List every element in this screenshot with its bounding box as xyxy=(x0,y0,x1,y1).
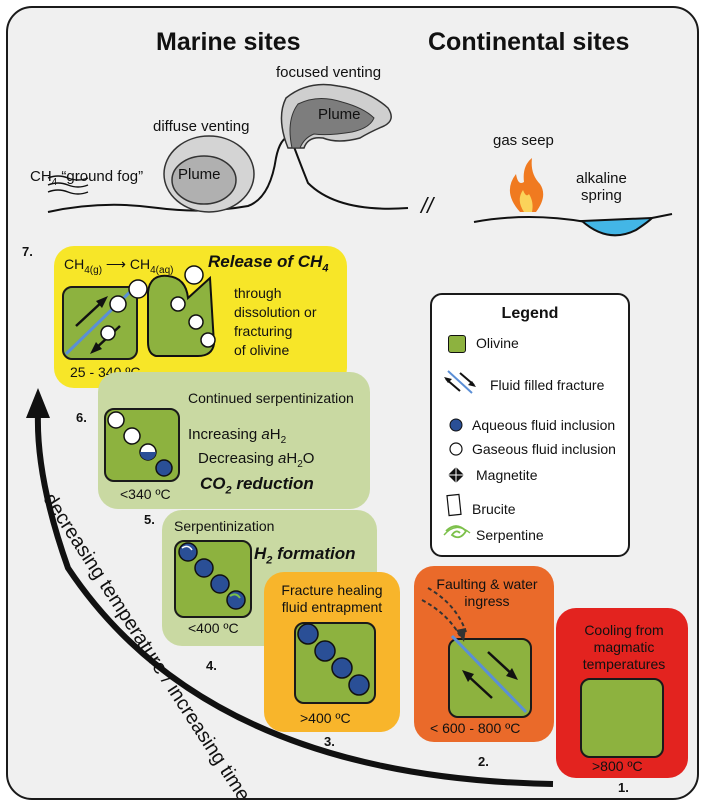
continental-ground xyxy=(473,216,587,223)
legend-item-label: Fluid filled fracture xyxy=(490,377,605,393)
stage4-temp: <400 ºC xyxy=(188,620,239,636)
time-arrow-curve xyxy=(34,412,554,787)
stage4-number: 4. xyxy=(206,658,217,673)
diffuse-plume-inner xyxy=(171,155,237,205)
legend-item-label: Olivine xyxy=(476,335,519,351)
focused-plume-label: Plume xyxy=(318,106,361,123)
stage1-label: Cooling from magmatic temperatures xyxy=(582,622,666,672)
scene-graphics xyxy=(26,83,673,787)
legend-title: Legend xyxy=(501,305,559,322)
stage4-graphics xyxy=(178,542,246,610)
focused-plume-inner xyxy=(289,98,375,149)
stage4-label: Serpentinization xyxy=(174,518,275,534)
fracture-arrows-icon xyxy=(444,370,476,394)
white-dot-icon xyxy=(449,442,463,456)
alkaline-spring-label: alkaline spring xyxy=(576,170,627,204)
stage7-desc-line: of olivine xyxy=(234,342,290,358)
stage2-label: Faulting & water ingress xyxy=(436,576,538,609)
stage6-line1: Increasing aH2 xyxy=(188,426,287,446)
diagram-frame: Marine sites Continental sites CH4 “grou… xyxy=(6,6,699,800)
stage7-desc-line: through xyxy=(234,285,282,301)
stage2-number: 2. xyxy=(478,754,489,769)
diffuse-plume-label: Plume xyxy=(178,166,221,183)
legend-box: Legend Olivine Fluid fil xyxy=(430,293,630,557)
stage2-temp: < 600 - 800 ºC xyxy=(430,720,521,736)
blue-dot-icon xyxy=(449,418,463,432)
stage3-temp: >400 ºC xyxy=(300,710,351,726)
olivine-square-icon xyxy=(448,335,466,353)
stage7-desc-line: fracturing xyxy=(234,323,293,339)
ground-right xyxy=(651,213,673,219)
flame-icon xyxy=(509,158,544,212)
stage7-description: through dissolution or fracturing of oli… xyxy=(234,284,317,360)
stage6-line2: Decreasing aH2O xyxy=(198,450,315,470)
header-continental: Continental sites xyxy=(428,28,630,56)
legend-item-label: Aqueous fluid inclusion xyxy=(472,417,616,433)
gas-seep-label: gas seep xyxy=(493,132,554,149)
header-marine: Marine sites xyxy=(156,28,301,56)
legend-item-label: Magnetite xyxy=(476,467,538,483)
stage2-graphics xyxy=(421,587,528,714)
legend-item-label: Serpentine xyxy=(476,527,544,543)
stage6-number: 6. xyxy=(76,410,87,425)
legend-item-label: Brucite xyxy=(472,501,516,517)
legend-item-label: Gaseous fluid inclusion xyxy=(472,441,616,457)
stage4-title: H2 formation xyxy=(254,544,356,567)
legend-icons xyxy=(443,370,476,539)
stage5-number: 5. xyxy=(144,512,155,527)
stage1-olivine-grain xyxy=(580,678,664,758)
stage1-temp: >800 ºC xyxy=(592,758,643,774)
stage7-equation: CH4(g) ⟶ CH4(aq) xyxy=(64,256,174,276)
time-arrow-head xyxy=(26,388,50,418)
focused-venting-label: focused venting xyxy=(276,64,382,81)
fog-wave-3 xyxy=(47,189,89,195)
stage3-graphics xyxy=(297,623,370,696)
stage6-temp: <340 ºC xyxy=(120,486,171,502)
rectangle-icon xyxy=(446,493,462,517)
stage6-graphics xyxy=(107,411,173,477)
ground-fog-label: CH4 “ground fog” xyxy=(30,168,144,188)
seafloor-line xyxy=(47,134,409,213)
fog-wave-1 xyxy=(47,175,89,181)
stage1-number: 1. xyxy=(618,780,629,795)
stage7-graphics xyxy=(64,265,216,357)
diffuse-venting-label: diffuse venting xyxy=(153,118,250,135)
diamond-icon xyxy=(448,467,464,483)
stage6-title: CO2 reduction xyxy=(200,474,314,497)
stage3-number: 3. xyxy=(324,734,335,749)
stage7-number: 7. xyxy=(22,244,33,259)
stage7-title: Release of CH4 xyxy=(208,252,329,275)
stage7-desc-line: dissolution or xyxy=(234,304,317,320)
scale-break-separator: // xyxy=(421,193,434,218)
stage6-label: Continued serpentinization xyxy=(188,390,354,406)
stage3-label: Fracture healing fluid entrapment xyxy=(281,582,383,615)
fog-wave-2 xyxy=(47,182,89,188)
alkaline-pool xyxy=(579,216,655,237)
swirl-icon xyxy=(443,525,471,539)
